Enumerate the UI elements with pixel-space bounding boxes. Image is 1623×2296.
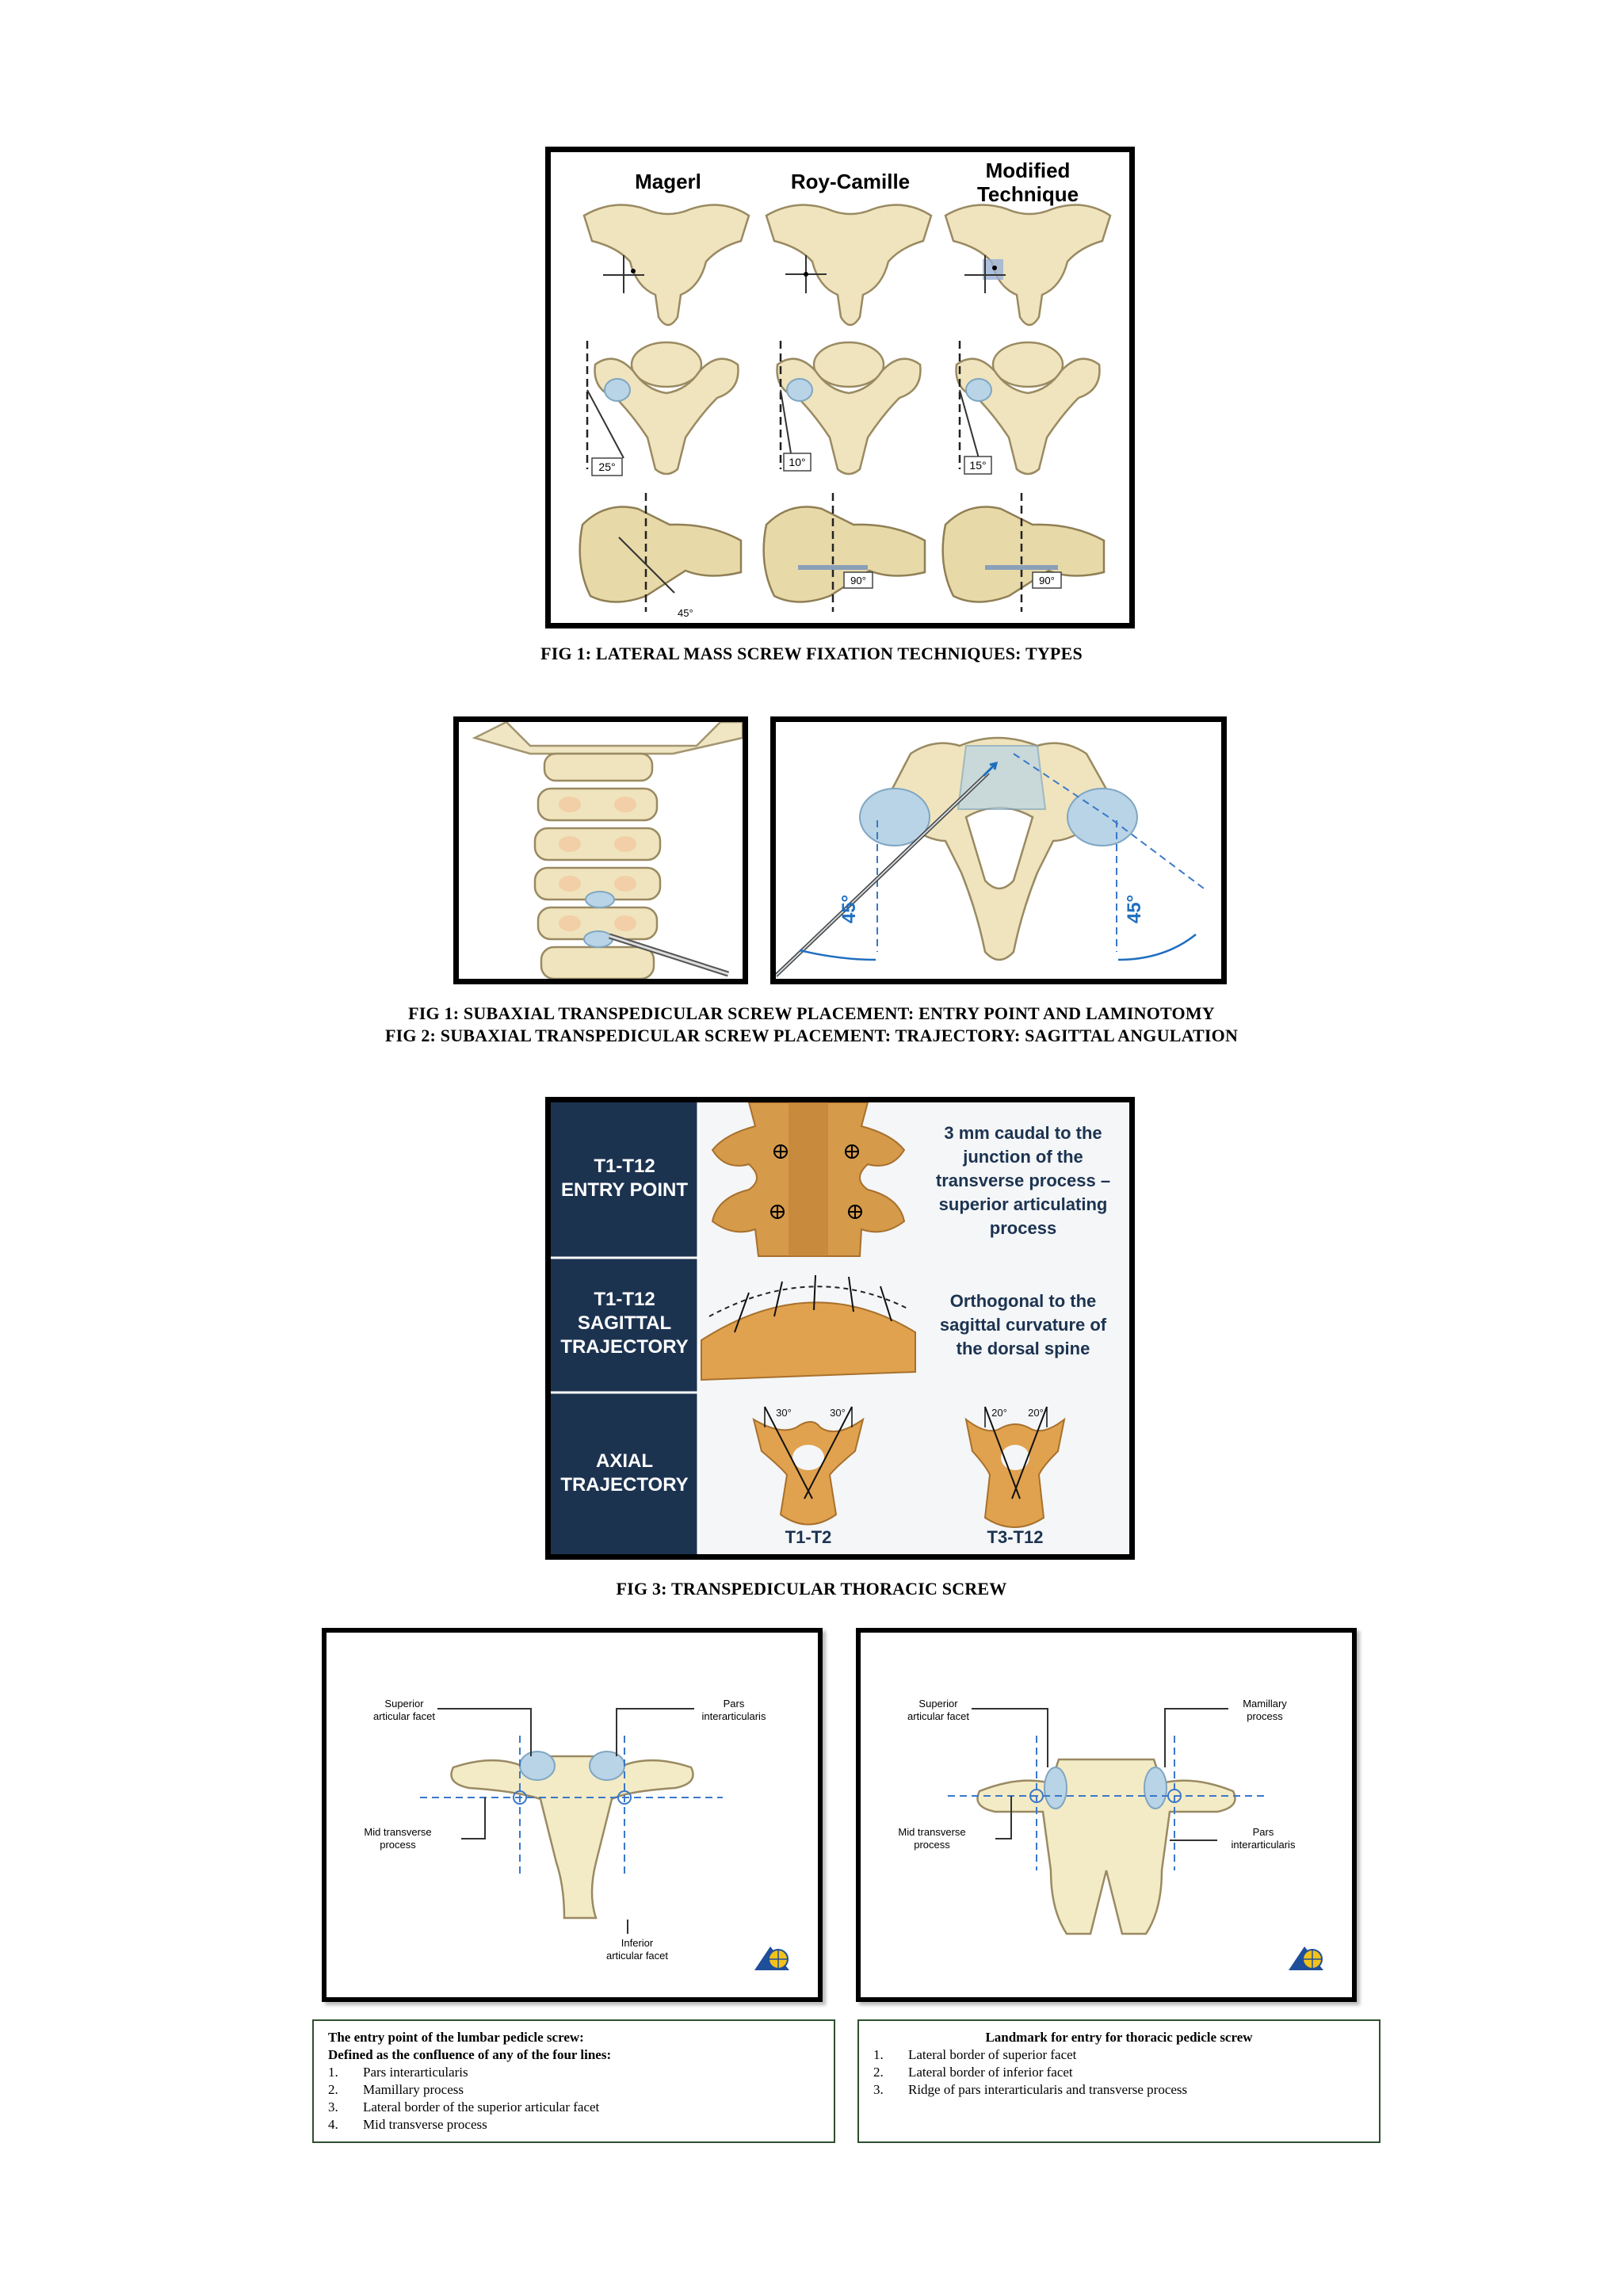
angle-roy-camille: 10° [789, 456, 805, 468]
axial-view-magerl: 25° [586, 341, 739, 476]
lateral-view-modified: 90° [941, 493, 1106, 612]
label-pars-2: interarticularis [702, 1710, 766, 1722]
label-inferior-2: articular facet [606, 1950, 668, 1962]
row1-desc-3: transverse process – [936, 1171, 1110, 1190]
entry-point-spine-photo [701, 1102, 915, 1257]
col-modified: Modified [986, 159, 1071, 182]
axial-t3-t12-photo [964, 1406, 1066, 1528]
subaxial-entry-figure [453, 716, 748, 984]
cervical-axial-trajectory-illustration: 45° 45° [776, 736, 1205, 977]
label-superior-2: articular facet [373, 1710, 435, 1722]
axial-t1-t2-photo [752, 1406, 865, 1526]
label-superior-1: Superior [384, 1698, 424, 1710]
list-item: 2.Lateral border of inferior facet [873, 2065, 1073, 2080]
list-item: 2.Mamillary process [328, 2082, 464, 2097]
cervical-column [533, 752, 662, 979]
lateral-view-magerl: 45° [579, 493, 743, 619]
posterior-view-roy-camille [765, 204, 933, 327]
label-pars-2: interarticularis [1232, 1839, 1296, 1851]
thoracic-legend-list: 1.Lateral border of superior facet 2.Lat… [873, 2046, 1365, 2099]
label-superior-2: articular facet [907, 1710, 969, 1722]
list-item: 3.Lateral border of the superior articul… [328, 2099, 600, 2115]
lateral-view-roy-camille: 90° [762, 493, 926, 612]
col-magerl: Magerl [635, 170, 701, 193]
angle-right: 45° [1124, 895, 1145, 923]
row2-label-b: SAGITTAL [578, 1312, 671, 1334]
subaxial-trajectory-figure: 45° 45° [770, 716, 1227, 984]
posterior-view-magerl [582, 204, 750, 327]
level-b: T3-T12 [987, 1527, 1044, 1547]
row1-label-a: T1-T12 [594, 1156, 655, 1177]
side-angle-roy-camille: 90° [850, 575, 866, 586]
row2-desc-3: the dorsal spine [957, 1339, 1090, 1358]
axial-view-roy-camille: 10° [776, 341, 922, 476]
lateral-mass-illustration: Magerl Roy-Camille Modified Technique [579, 159, 1112, 619]
sagittal-spine-photo [701, 1274, 916, 1381]
row1-label-b: ENTRY POINT [561, 1179, 688, 1201]
list-item: 1.Lateral border of superior facet [873, 2047, 1077, 2062]
label-pars-1: Pars [1253, 1826, 1274, 1838]
cervical-spine-posterior-illustration [472, 722, 743, 979]
fig1-caption: FIG 1: LATERAL MASS SCREW FIXATION TECHN… [540, 644, 1083, 663]
row2-desc-2: sagittal curvature of [940, 1315, 1107, 1335]
col-roy-camille: Roy-Camille [791, 170, 910, 193]
list-item: 1.Pars interarticularis [328, 2065, 468, 2080]
label-mid-1: Mid transverse [898, 1826, 965, 1838]
publisher-logo-icon [1289, 1946, 1323, 1970]
label-mid-1: Mid transverse [364, 1826, 431, 1838]
row1-desc-4: superior articulating [939, 1194, 1108, 1214]
list-item: 3.Ridge of pars interarticularis and tra… [873, 2082, 1188, 2097]
thoracic-landmark-figure: Superior articular facet Mamillary proce… [856, 1628, 1357, 2002]
side-angle-modified: 90° [1039, 575, 1055, 586]
row1-desc-1: 3 mm caudal to the [944, 1123, 1102, 1143]
lumbar-vertebra-illustration: Superior articular facet Pars interartic… [364, 1698, 789, 1970]
level-a: T1-T2 [785, 1527, 832, 1547]
label-pars-1: Pars [724, 1698, 745, 1710]
angle-b-right: 20° [1028, 1407, 1044, 1419]
angle-magerl: 25° [598, 460, 615, 473]
label-mid-2: process [380, 1839, 416, 1851]
posterior-view-modified [944, 204, 1112, 327]
thoracic-table-illustration: T1-T12 ENTRY POINT T1-T12 SAGITTAL TRAJE… [551, 1102, 1110, 1554]
thoracic-screw-table: T1-T12 ENTRY POINT T1-T12 SAGITTAL TRAJE… [545, 1097, 1135, 1560]
lumbar-legend: The entry point of the lumbar pedicle sc… [312, 2019, 835, 2143]
label-mamillary-1: Mamillary [1243, 1698, 1287, 1710]
thoracic-vertebra-illustration: Superior articular facet Mamillary proce… [898, 1698, 1323, 1970]
col-technique: Technique [977, 182, 1079, 206]
label-superior-1: Superior [918, 1698, 958, 1710]
thoracic-legend-heading: Landmark for entry for thoracic pedicle … [985, 2030, 1253, 2045]
fig2-caption-line2: FIG 2: SUBAXIAL TRANSPEDICULAR SCREW PLA… [384, 1026, 1239, 1045]
row1-desc-2: junction of the [962, 1147, 1083, 1167]
label-mid-2: process [914, 1839, 950, 1851]
row2-label-c: TRAJECTORY [560, 1336, 688, 1358]
row2-label-a: T1-T12 [594, 1289, 655, 1310]
row1-desc-5: process [990, 1218, 1056, 1238]
list-item: 4.Mid transverse process [328, 2117, 487, 2132]
row3-label-a: AXIAL [596, 1450, 653, 1472]
lumbar-legend-heading-2: Defined as the confluence of any of the … [328, 2047, 612, 2062]
angle-a-left: 30° [776, 1407, 792, 1419]
side-angle-magerl: 45° [678, 607, 693, 619]
lateral-mass-figure: Magerl Roy-Camille Modified Technique [545, 147, 1135, 628]
publisher-logo-icon [754, 1946, 789, 1970]
angle-left: 45° [838, 895, 860, 923]
lumbar-legend-heading-1: The entry point of the lumbar pedicle sc… [328, 2030, 584, 2045]
fig2-caption-line1: FIG 1: SUBAXIAL TRANSPEDICULAR SCREW PLA… [408, 1003, 1215, 1023]
fig3-caption: FIG 3: TRANSPEDICULAR THORACIC SCREW [616, 1579, 1007, 1599]
label-mamillary-2: process [1247, 1710, 1283, 1722]
axial-view-modified: 15° [955, 341, 1101, 476]
lumbar-legend-list: 1.Pars interarticularis 2.Mamillary proc… [328, 2064, 819, 2134]
angle-b-left: 20° [991, 1407, 1007, 1419]
lumbar-entry-figure: Superior articular facet Pars interartic… [322, 1628, 823, 2002]
row3-label-b: TRAJECTORY [560, 1474, 688, 1496]
thoracic-legend: Landmark for entry for thoracic pedicle … [857, 2019, 1381, 2143]
angle-modified: 15° [969, 459, 986, 472]
row2-desc-1: Orthogonal to the [950, 1291, 1097, 1311]
angle-a-right: 30° [830, 1407, 846, 1419]
label-inferior-1: Inferior [621, 1937, 654, 1949]
